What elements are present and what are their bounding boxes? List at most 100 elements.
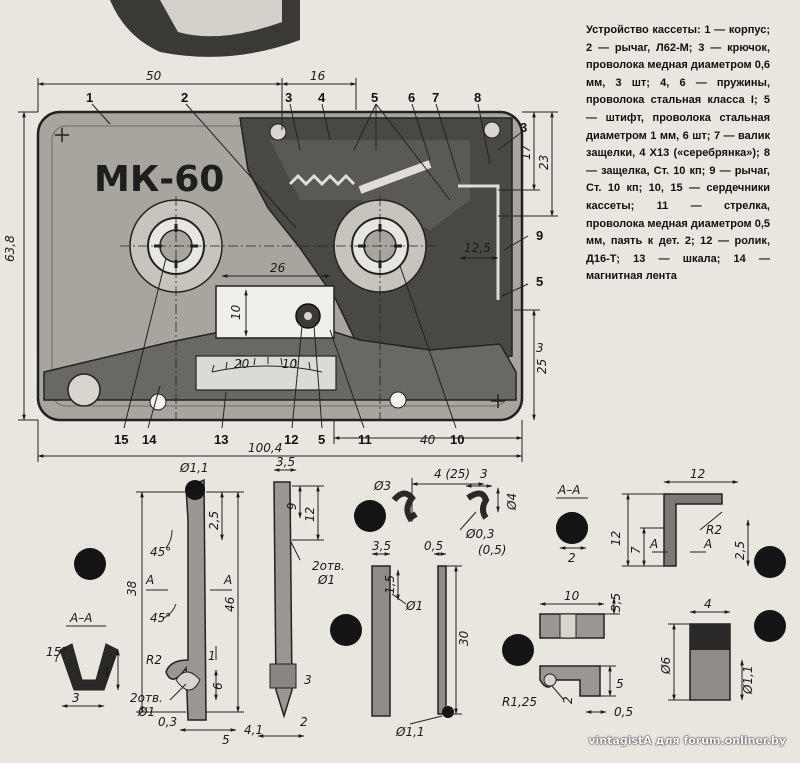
aa-right-section-a-left: A <box>649 537 658 551</box>
section-aa-left-dim-4: 4 <box>102 665 110 679</box>
callout-11: 11 <box>358 432 372 447</box>
pointer-part-drawing <box>257 468 324 738</box>
main-dimension-lines <box>18 78 558 462</box>
lever-part-drawing <box>136 478 244 732</box>
callout-5-bottom: 5 <box>318 432 325 447</box>
lever-dim-1: 1 <box>208 649 216 663</box>
callout-14: 14 <box>142 432 157 447</box>
lever-dim-2-5: 2,5 <box>207 511 221 530</box>
dim-23: 23 <box>537 155 551 170</box>
callout-5-right: 5 <box>536 274 543 289</box>
latch-shaft-dim-5: 5 <box>616 677 624 691</box>
roller-dim-phi1-1: Ø1,1 <box>741 665 755 695</box>
hook-dim-4-25: 4 (25) <box>434 467 470 481</box>
dim-10: 10 <box>229 304 243 320</box>
scale-label-20: 20 <box>234 357 250 371</box>
lever-section-a-left: A <box>145 573 154 587</box>
lever-dim-d1-1: Ø1,1 <box>179 461 209 475</box>
lever-dim-0-3: 0,3 <box>158 715 177 729</box>
dim-12-5: 12,5 <box>464 241 491 255</box>
pointer-holes-label: 2отв. <box>312 559 345 573</box>
pin-dim-0-5: 0,5 <box>424 539 443 553</box>
callout-9: 9 <box>536 228 543 243</box>
latch-dim-12-top: 12 <box>690 467 705 481</box>
latch-dim-2-5: 2,5 <box>733 541 747 560</box>
section-aa-right-drawing <box>556 497 588 550</box>
scale-label-10: 10 <box>282 357 298 371</box>
pin-dim-30: 30 <box>457 630 471 646</box>
centerlines <box>120 196 436 420</box>
lever-hole-diameter: Ø1 <box>137 705 155 719</box>
latch-shaft-dim-10: 10 <box>564 589 580 603</box>
pin-dim-1-5: 1,5 <box>383 575 397 594</box>
hook-dim-phi0-3: Ø0,3 <box>465 527 495 541</box>
callout-5: 5 <box>371 90 378 105</box>
lever-dim-5: 5 <box>222 733 230 747</box>
leader-lines <box>91 103 529 429</box>
latch-part-drawing <box>622 480 750 567</box>
section-aa-left-drawing <box>55 625 120 708</box>
callout-2: 2 <box>181 90 188 105</box>
hook-dim-3: 3 <box>480 467 488 481</box>
lever-holes-label: 2отв. <box>130 691 163 705</box>
callout-1: 1 <box>86 90 93 105</box>
callout-6: 6 <box>408 90 415 105</box>
roller-part-drawing <box>668 610 744 701</box>
callout-12: 12 <box>284 432 298 447</box>
dim-40: 40 <box>420 433 436 447</box>
hook-dim-phi4: Ø4 <box>505 493 519 511</box>
pin-dim-phi1-1: Ø1,1 <box>395 725 425 739</box>
pin-parts-drawing <box>371 552 462 725</box>
callout-15: 15 <box>114 432 128 447</box>
latch-shaft-dim-2: 2 <box>561 696 575 704</box>
latch-shaft-dim-0-5: 0,5 <box>614 705 633 719</box>
hook-spring-drawing <box>391 478 500 531</box>
hook-dim-phi3: Ø3 <box>373 479 391 493</box>
assembly-description: Устройство кассеты: 1 — корпус; 2 — рыча… <box>586 24 770 283</box>
aa-right-section-a-right: A <box>703 537 712 551</box>
cassette-label: МК-60 <box>94 159 224 200</box>
dim-3: 3 <box>536 341 544 355</box>
hook-dim-0-5: (0,5) <box>478 543 506 557</box>
pointer-dim-3-5: 3,5 <box>276 455 295 469</box>
dim-16: 16 <box>310 69 326 83</box>
roller-dim-4: 4 <box>704 597 712 611</box>
section-aa-left-angle: 15° <box>46 645 67 659</box>
aa-right-dim-12: 12 <box>609 531 623 546</box>
pointer-dim-9: 9 <box>285 502 299 510</box>
callout-4: 4 <box>318 90 326 105</box>
lever-angle-45-bottom: 45° <box>150 611 171 625</box>
roller-dim-phi6: Ø6 <box>659 657 673 675</box>
section-aa-right-dim-2: 2 <box>568 551 576 565</box>
lever-dim-46: 46 <box>223 596 237 612</box>
latch-shaft-drawing <box>539 597 620 714</box>
pin-dim-3-5: 3,5 <box>372 539 391 553</box>
dim-100-4: 100,4 <box>248 441 282 455</box>
cassette-shell <box>36 110 524 422</box>
callout-8: 8 <box>474 90 481 105</box>
latch-shaft-radius: R1,25 <box>502 695 537 709</box>
dim-25: 25 <box>535 359 549 374</box>
lever-dim-6: 6 <box>211 682 225 690</box>
dim-50: 50 <box>146 69 162 83</box>
dim-63-8: 63,8 <box>3 235 17 262</box>
lever-dim-38: 38 <box>125 580 139 596</box>
callout-3-right: 3 <box>520 120 527 135</box>
dim-17: 17 <box>519 144 533 160</box>
aa-right-dim-7: 7 <box>629 546 643 554</box>
pin-dim-phi1: Ø1 <box>405 599 423 613</box>
binder-holes <box>74 500 786 666</box>
section-aa-left-title: А–А <box>69 611 92 625</box>
pointer-dim-2: 2 <box>300 715 308 729</box>
pointer-dim-4-1: 4,1 <box>244 723 263 737</box>
lever-radius-r2: R2 <box>146 653 162 667</box>
callout-7: 7 <box>432 90 439 105</box>
pointer-hole-diameter: Ø1 <box>317 573 335 587</box>
section-aa-left-dim-3: 3 <box>72 691 80 705</box>
watermark: vintagistA для forum.onliner.by <box>588 734 786 747</box>
callout-13: 13 <box>214 432 228 447</box>
section-aa-right-title: А–А <box>557 483 580 497</box>
pointer-dim-12: 12 <box>303 507 317 522</box>
top-photo-fragment <box>110 0 300 57</box>
